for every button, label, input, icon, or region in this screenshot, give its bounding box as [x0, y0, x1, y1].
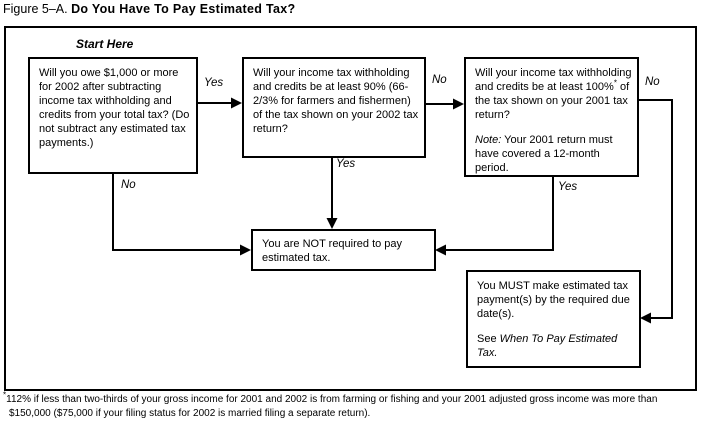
footnote: *112% if less than two-thirds of your gr…: [3, 390, 658, 421]
branch-label-q3-no: No: [645, 76, 660, 88]
branch-label-q3-yes: Yes: [558, 181, 578, 193]
footnote-line-2: $150,000 ($75,000 if your filing status …: [9, 408, 371, 419]
q3-question-end: of the tax shown on your 2001 tax return…: [475, 80, 630, 121]
q3-note-label: Note:: [475, 133, 502, 146]
decision-box-90-percent-text: Will your income tax withholding and cre…: [253, 67, 419, 135]
see-prefix: See: [477, 332, 500, 345]
q3-question-start: Will your income tax withholding and cre…: [475, 67, 632, 93]
figure-title-prefix: Figure 5–A.: [3, 2, 72, 16]
decision-box-100-percent-note: Note: Your 2001 return must have covered…: [475, 134, 632, 176]
branch-label-q2-no: No: [432, 74, 447, 86]
result-box-not-required: You are NOT required to pay estimated ta…: [251, 229, 436, 271]
footnote-line-1: *112% if less than two-thirds of your gr…: [3, 390, 658, 407]
result-box-must-pay: You MUST make estimated tax payment(s) b…: [466, 270, 641, 368]
branch-label-q2-yes: Yes: [336, 158, 356, 170]
footnote-asterisk: *: [3, 390, 7, 400]
result-box-must-pay-text: You MUST make estimated tax payment(s) b…: [477, 280, 630, 320]
q3-asterisk: *: [613, 78, 617, 88]
start-here-label: Start Here: [76, 37, 134, 51]
branch-label-q1-no: No: [121, 179, 136, 191]
see-reference: When To Pay Estimated Tax.: [477, 332, 618, 359]
decision-box-owe-1000-text: Will you owe $1,000 or more for 2002 aft…: [39, 67, 190, 149]
footnote-line-1-text: 112% if less than two-thirds of your gro…: [6, 394, 658, 405]
branch-label-q1-yes: Yes: [204, 77, 224, 89]
decision-box-owe-1000: Will you owe $1,000 or more for 2002 aft…: [28, 57, 198, 174]
q3-note-text: Your 2001 return must have covered a 12-…: [475, 133, 613, 174]
decision-box-90-percent: Will your income tax withholding and cre…: [242, 57, 426, 158]
figure-title: Figure 5–A. Do You Have To Pay Estimated…: [3, 2, 295, 16]
result-box-not-required-text: You are NOT required to pay estimated ta…: [262, 238, 403, 264]
decision-box-100-percent-text: Will your income tax withholding and cre…: [475, 67, 632, 123]
figure-title-text: Do You Have To Pay Estimated Tax?: [71, 2, 296, 16]
decision-box-100-percent: Will your income tax withholding and cre…: [464, 57, 639, 177]
result-box-must-pay-see: See When To Pay Estimated Tax.: [477, 333, 634, 361]
